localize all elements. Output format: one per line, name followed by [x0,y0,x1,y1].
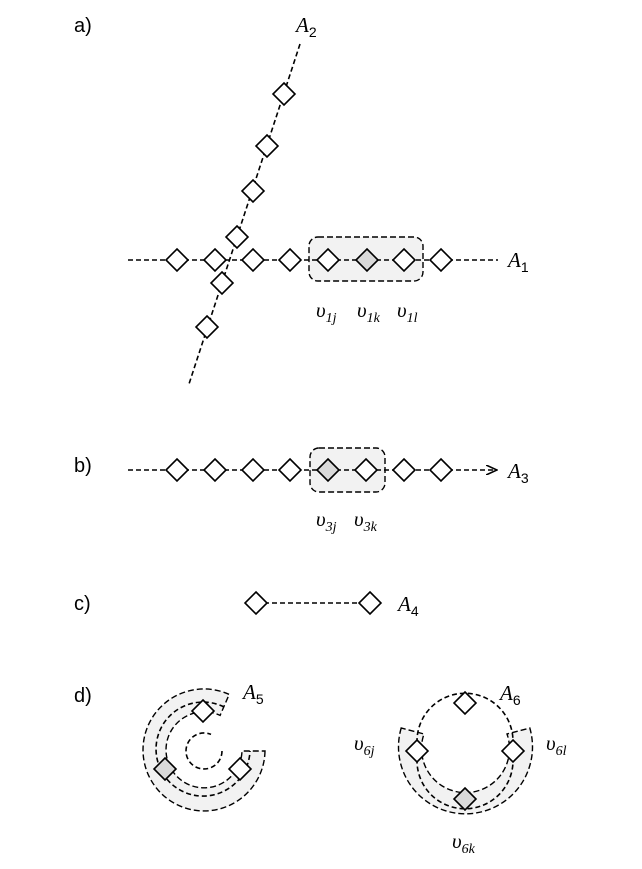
nodes-b [164,457,454,483]
panel-d-label: d) [74,685,92,707]
node-a1-1 [202,247,228,273]
node-a6-j [404,738,430,764]
axis-a1-label: A1 [506,248,529,275]
axis-a3-label: A3 [506,459,529,486]
node-label-6j: υ6j [354,731,375,759]
node-a1-2 [240,247,266,273]
node-a1-6 [391,247,417,273]
node-a2-2 [240,178,266,204]
panel-d-left-diagram [142,688,266,812]
node-label-1l: υ1l [397,298,418,326]
panel-d-right-diagram [397,690,534,815]
axis-a2-label: A2 [294,13,317,40]
node-a1-7 [428,247,454,273]
node-a3-0 [164,457,190,483]
ring-a6-band [397,727,534,815]
node-label-1k: υ1k [357,298,381,326]
axis-a4-label: A4 [396,592,419,619]
node-a1-3 [277,247,303,273]
nodes-c [243,590,383,616]
node-a3-6 [391,457,417,483]
panel-c-label: c) [74,593,91,615]
panel-a-diagram [128,43,498,385]
node-a2-0 [271,81,297,107]
node-a3-4 [315,457,341,483]
node-a1-0 [164,247,190,273]
node-label-1j: υ1j [316,298,337,326]
panel-b-label: b) [74,455,92,477]
node-a1-5 [354,247,380,273]
nodes-a [164,81,454,340]
node-a2-1 [254,133,280,159]
node-a6-l [500,738,526,764]
node-a6-top [452,690,478,716]
ring-a5-inner-arc [185,732,223,770]
panel-a-label: a) [74,15,92,37]
node-label-3k: υ3k [354,507,378,535]
node-label-6k: υ6k [452,829,476,857]
node-a1-4 [315,247,341,273]
ring-a5-band [142,688,266,812]
node-a4-1 [357,590,383,616]
node-a3-3 [277,457,303,483]
axis-a6-label: A6 [498,681,521,708]
axis-a5-label: A5 [241,680,264,707]
node-a6-k [452,786,478,812]
nodes-d-left [152,698,253,782]
node-a5-2 [227,756,253,782]
node-label-6l: υ6l [546,731,567,759]
node-a3-2 [240,457,266,483]
panel-c-diagram [243,590,383,616]
node-a3-1 [202,457,228,483]
node-a3-7 [428,457,454,483]
node-a2-3 [224,224,250,250]
node-a4-0 [243,590,269,616]
node-a3-5 [353,457,379,483]
node-a2-4 [209,270,235,296]
node-a5-1 [152,756,178,782]
node-label-3j: υ3j [316,507,337,535]
node-a5-0 [190,698,216,724]
nodes-d-right [404,690,526,812]
node-a2-5 [194,314,220,340]
panel-b-diagram [128,447,497,493]
